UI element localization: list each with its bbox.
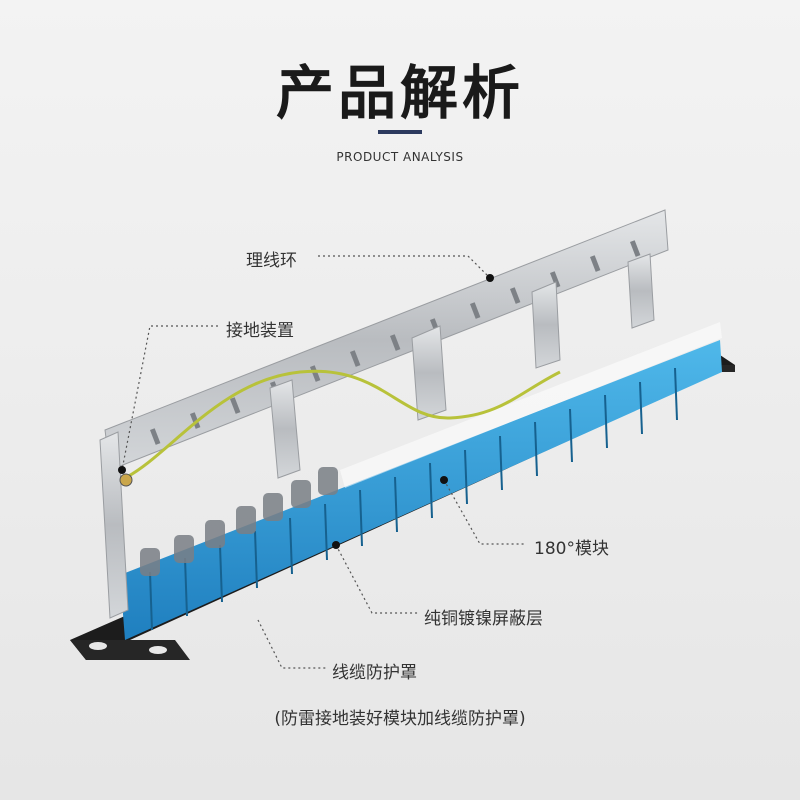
callout-grounding: 接地装置 [226, 321, 294, 341]
callout-cable-cover: 线缆防护罩 [332, 663, 417, 683]
page-subtitle: PRODUCT ANALYSIS [336, 150, 464, 164]
grounding-wire [124, 369, 561, 480]
module-row [120, 322, 722, 640]
page-title: 产品解析 [275, 59, 524, 127]
callout-dots [118, 274, 494, 549]
callout-cable-ring: 理线环 [246, 251, 297, 271]
footnote: (防雷接地装好模块加线缆防护罩) [274, 709, 526, 729]
callout-module-180: 180°模块 [534, 539, 609, 559]
callout-leaders [121, 255, 526, 669]
cable-covers [140, 467, 338, 576]
title-underline [378, 130, 422, 134]
cable-management-bar [99, 209, 669, 619]
callout-shield: 纯铜镀镍屏蔽层 [424, 609, 543, 629]
grounding-screw [119, 473, 133, 487]
